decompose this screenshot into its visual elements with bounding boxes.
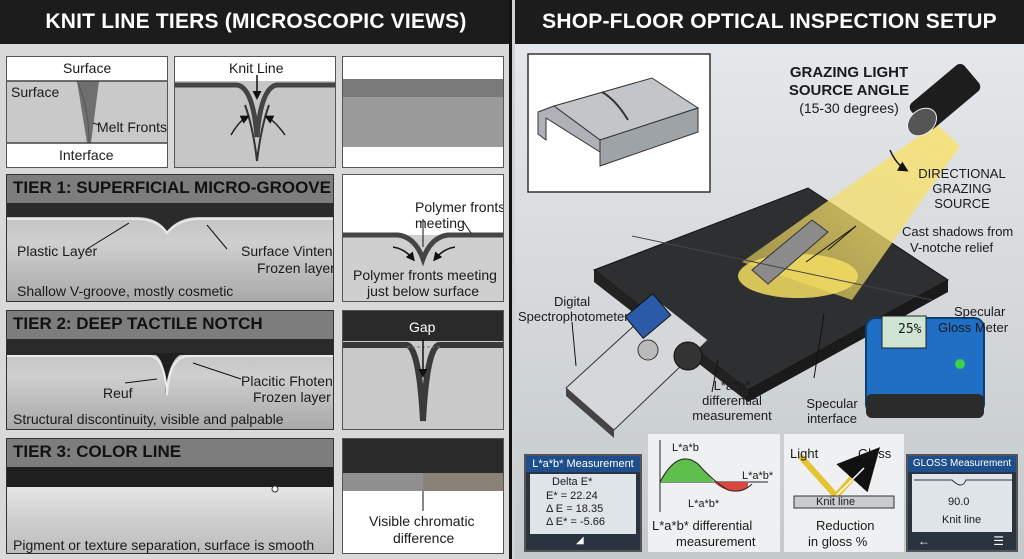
gap-label: Gap [409, 319, 436, 335]
tier2-micrograph: Reuf Placitic Fhoten Frozen layer Struct… [7, 339, 333, 429]
color-region-a [343, 473, 423, 491]
melt-fronts-diagram: Surface Surface Melt Fronts Interface [6, 56, 168, 168]
lab-panel-title: L*a*b* Measurement [526, 456, 640, 472]
tier2-caption: Structural discontinuity, visible and pa… [13, 411, 284, 427]
tier3-title: TIER 3: COLOR LINE [13, 442, 182, 461]
gloss-reduction-panel: Light Gloss Knit line Reduction in gloss… [784, 434, 904, 552]
specular-interface-label-1: Specular [806, 396, 858, 411]
directional-label-2: GRAZING [932, 181, 992, 196]
cast-shadows-label-2: V-notche relief [910, 240, 994, 255]
specular-interface-label-2: interface [807, 411, 857, 426]
lab-chart-panel: L*a*b L*a*b* L*a*b* L*a*b* differential … [648, 434, 780, 552]
gloss-measurement-panel: GLOSS Measurement (%) 90.0 Knit line ← ☰ [906, 454, 1018, 552]
lab-chart-caption-2: measurement [676, 534, 756, 549]
lab-chart-bottom-label: L*a*b* [688, 498, 720, 510]
gloss-label: Gloss [858, 446, 892, 461]
tier1-micrograph: Plastic Layer Surface Vinten Frozen laye… [7, 203, 333, 301]
grazing-angle-label: (15-30 degrees) [799, 100, 899, 116]
lab-measurement-label-2: differential [702, 393, 762, 408]
lab-measurement-label-1: L*a*b* [713, 378, 751, 393]
gloss-value: 90.0 [948, 496, 970, 508]
gloss-percent-label: in gloss % [808, 534, 868, 549]
delta-e-star-value: Δ E* = -5.66 [546, 516, 606, 528]
gloss-panel-title: GLOSS Measurement (%) [908, 456, 1016, 485]
melt-fronts-label: Melt Fronts [97, 119, 168, 135]
delta-e-heading: Delta E* [552, 476, 593, 488]
meeting-label: meeting [415, 215, 465, 231]
tier1-detail-diagram: Polymer fronts meeting Polymer fronts me… [342, 174, 504, 302]
surface-vinten-label: Surface Vinten [241, 243, 333, 259]
color-swatch-diagram [342, 56, 504, 168]
menu-icon[interactable]: ☰ [993, 534, 1004, 548]
reflection-diagram [793, 447, 895, 509]
surface-label-top: Surface [63, 60, 112, 76]
knit-line-diagram: Knit Line [174, 56, 336, 168]
below-surface-label: just below surface [367, 283, 480, 299]
knit-line-label-light: Knit line [816, 496, 856, 508]
reduction-label: Reduction [816, 518, 875, 533]
gloss-meter [865, 315, 985, 418]
placitic-fhoten-label: Placitic Fhoten [241, 373, 333, 389]
lab-differential-curve [659, 440, 768, 512]
delta-e-value: Δ E = 18.35 [546, 503, 604, 515]
inspection-setup-panel: SHOP-FLOOR OPTICAL INSPECTION SETUP [512, 0, 1024, 559]
frozen-layer-label-t1: Frozen layer [257, 260, 334, 276]
back-arrow-icon[interactable]: ← [918, 534, 930, 548]
spectrophotometer-label: Spectrophotometer [518, 309, 629, 324]
gloss-dip-curve [914, 479, 1014, 486]
tier3-band: TIER 3: COLOR LINE Pigment or texture se… [6, 438, 334, 554]
directional-label-1: DIRECTIONAL [918, 166, 1006, 181]
swatch-body [343, 97, 503, 147]
spectrophotometer [565, 293, 709, 438]
digital-label: Digital [554, 294, 591, 309]
tier1-band: TIER 1: SUPERFICIAL MICRO-GROOVE Plastic… [6, 174, 334, 302]
lab-measurement-panel: L*a*b* Measurement Delta E* E* = 22.24 Δ… [524, 454, 642, 552]
e-value: E* = 22.24 [546, 490, 598, 502]
reuf-label: Reuf [103, 385, 133, 401]
gloss-knit-line-label: Knit line [942, 514, 982, 526]
directional-label-3: SOURCE [934, 196, 990, 211]
light-label: Light [790, 446, 819, 461]
knit-line-label: Knit Line [229, 60, 284, 76]
right-panel-title: SHOP-FLOOR OPTICAL INSPECTION SETUP [515, 0, 1024, 44]
tier3-caption: Pigment or texture separation, surface i… [13, 537, 315, 553]
tier3-micrograph: Pigment or texture separation, surface i… [7, 467, 333, 553]
grazing-light-label-1: GRAZING LIGHT [789, 64, 909, 81]
lab-panel-send-icon[interactable]: ◢ [576, 535, 584, 546]
tier3-detail-diagram: Visible chromatic difference [342, 438, 504, 554]
cast-shadows-label-1: Cast shadows from [902, 224, 1014, 239]
color-region-b [423, 473, 503, 491]
gloss-meter-label: Gloss Meter [938, 320, 1009, 335]
polymer-fronts-label: Polymer fronts [415, 199, 504, 215]
grazing-light-source [907, 63, 981, 137]
tier1-caption: Shallow V-groove, mostly cosmetic [17, 283, 234, 299]
lab-measurement-label-3: measurement [692, 408, 772, 423]
gloss-meter-display: 25% [898, 322, 922, 337]
visible-chromatic-label: Visible chromatic [369, 513, 475, 529]
lab-chart-caption-1: L*a*b* differential [652, 518, 753, 533]
plastic-layer-label: Plastic Layer [17, 243, 98, 259]
left-panel-title: KNIT LINE TIERS (MICROSCOPIC VIEWS) [0, 0, 512, 44]
tier2-band: TIER 2: DEEP TACTILE NOTCH Reuf Placitic… [6, 310, 334, 430]
lab-chart-top-label: L*a*b [672, 442, 699, 454]
surface-label-left: Surface [11, 84, 60, 100]
interface-label: Interface [59, 147, 114, 163]
frozen-layer-label-t2: Frozen layer [253, 389, 331, 405]
specular-label: Specular [954, 304, 1006, 319]
melt-fronts-graphic [7, 80, 167, 144]
tier1-title: TIER 1: SUPERFICIAL MICRO-GROOVE [13, 178, 331, 197]
difference-label: difference [393, 530, 455, 546]
polymer-fronts-meeting-label: Polymer fronts meeting [353, 267, 497, 283]
tier2-title: TIER 2: DEEP TACTILE NOTCH [13, 314, 263, 333]
knit-line-tiers-panel: KNIT LINE TIERS (MICROSCOPIC VIEWS) Surf… [0, 0, 512, 559]
swatch-top-band [343, 79, 503, 97]
knit-line-graphic [175, 75, 335, 167]
lab-chart-right-label: L*a*b* [742, 470, 774, 482]
tier2-detail-diagram: Gap [342, 310, 504, 430]
grazing-light-label-2: SOURCE ANGLE [788, 82, 910, 99]
